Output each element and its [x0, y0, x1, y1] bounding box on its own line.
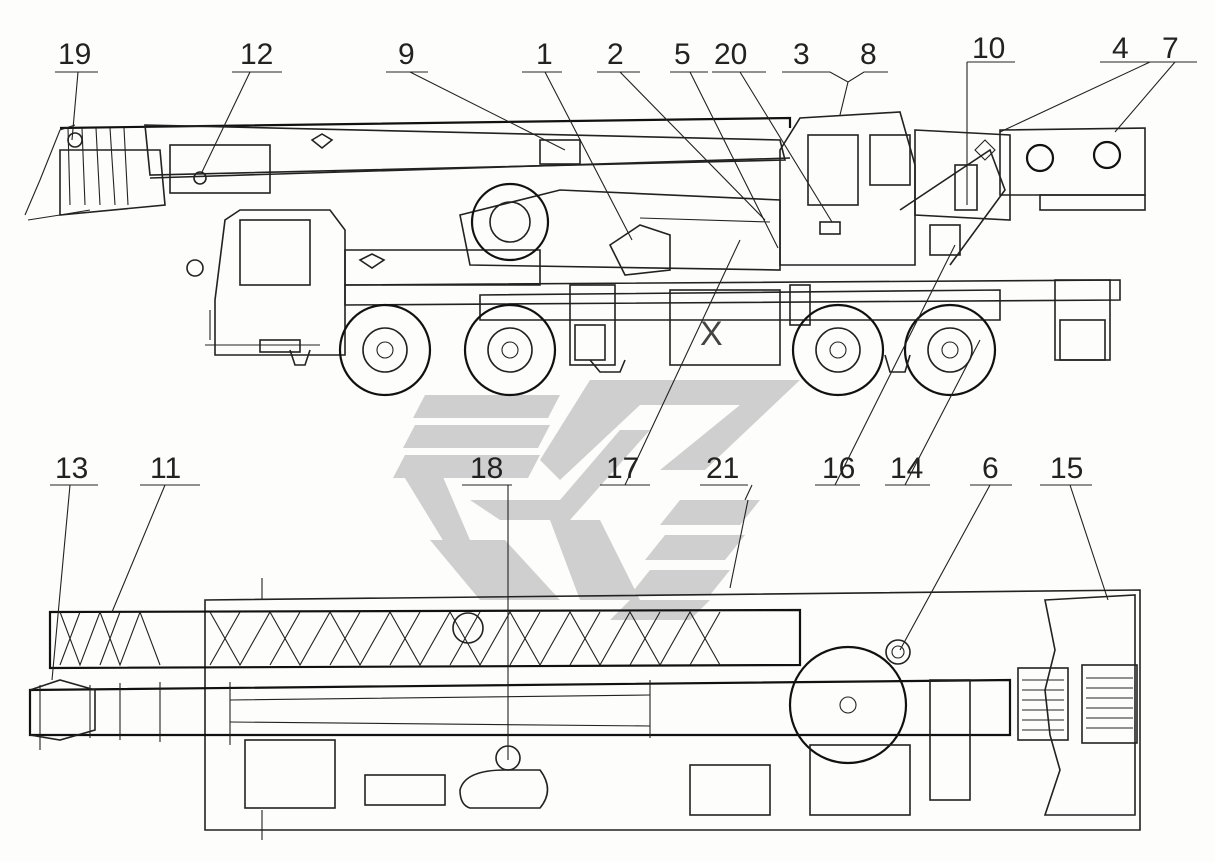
callout-12: 12 — [240, 38, 273, 71]
counterweight-rear — [1017, 594, 1138, 816]
lattice-jib — [48, 608, 802, 670]
callout-20: 20 — [714, 38, 747, 71]
callout-9: 9 — [398, 38, 415, 71]
side-view-crane: X — [24, 111, 1146, 397]
superstructure — [459, 111, 1146, 276]
callout-19: 19 — [58, 38, 91, 71]
carrier-chassis: X — [344, 249, 1121, 366]
callout-8: 8 — [860, 38, 877, 71]
chassis-x-mark: X — [700, 315, 723, 353]
callout-1: 1 — [536, 38, 553, 71]
callout-21: 21 — [706, 452, 739, 485]
leader-lines — [50, 61, 1197, 760]
callout-3: 3 — [793, 38, 810, 71]
main-boom-top — [28, 678, 1012, 745]
callout-17: 17 — [606, 452, 639, 485]
watermark-logo — [393, 380, 800, 620]
callout-13: 13 — [55, 452, 88, 485]
turntable-slewing-ring — [788, 639, 911, 765]
callout-11: 11 — [150, 452, 181, 485]
callout-15: 15 — [1050, 452, 1083, 485]
callout-5: 5 — [674, 38, 691, 71]
callout-labels: 19 12 9 1 2 5 20 3 8 10 4 7 16 14 17 13 … — [55, 32, 1179, 485]
callout-2: 2 — [607, 38, 624, 71]
carrier-cab — [186, 209, 346, 356]
callout-7: 7 — [1162, 32, 1179, 65]
outriggers — [289, 349, 911, 373]
wheels — [338, 303, 997, 397]
callout-18: 18 — [470, 452, 503, 485]
callout-4: 4 — [1112, 32, 1129, 65]
telescopic-boom-side — [24, 116, 792, 221]
callout-16: 16 — [822, 452, 855, 485]
top-view-crane — [28, 578, 1141, 840]
callout-10: 10 — [972, 32, 1005, 65]
callout-14: 14 — [890, 452, 923, 485]
callout-6: 6 — [982, 452, 999, 485]
